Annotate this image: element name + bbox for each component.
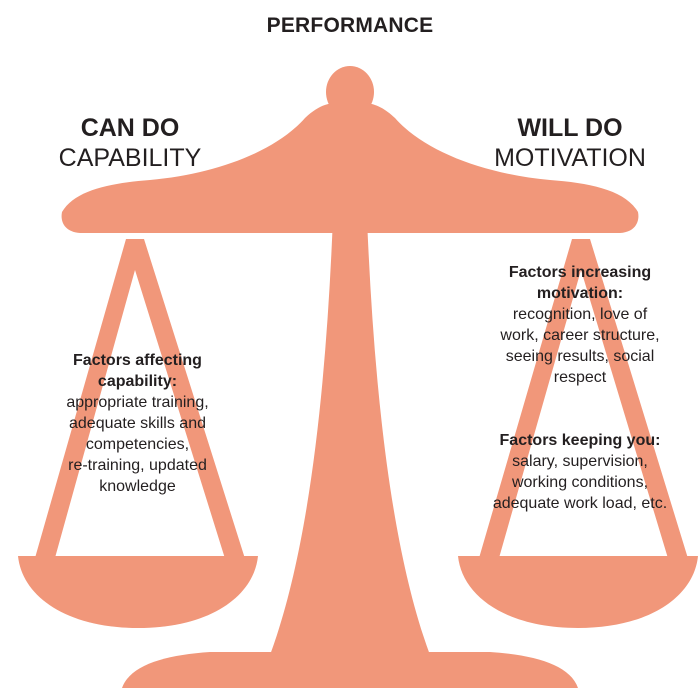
increasing-factor-line: respect bbox=[553, 369, 607, 386]
motivation-increasing-block: Factors increasing motivation: recogniti… bbox=[460, 262, 700, 388]
will-do-heading: WILL DO bbox=[517, 114, 623, 142]
increasing-factor-line: seeing results, social bbox=[505, 348, 655, 365]
increasing-factors-title: motivation: bbox=[536, 285, 624, 302]
capability-factors-block: Factors affecting capability: appropriat… bbox=[20, 350, 255, 497]
right-hanger bbox=[477, 239, 690, 565]
increasing-factor-line: recognition, love of bbox=[512, 306, 648, 323]
scale-beam bbox=[61, 102, 639, 233]
left-hanger bbox=[33, 239, 247, 565]
capability-factor-line: competencies, bbox=[85, 436, 190, 453]
right-heading-group: WILL DO MOTIVATION bbox=[470, 113, 670, 173]
capability-factor-line: appropriate training, bbox=[66, 394, 209, 411]
right-pan bbox=[458, 556, 698, 628]
capability-factors-title: capability: bbox=[97, 373, 178, 390]
scale-pillar bbox=[270, 120, 430, 655]
can-do-heading: CAN DO bbox=[80, 114, 180, 142]
capability-factors-title: Factors affecting bbox=[73, 352, 202, 369]
keeping-factor-line: adequate work load, etc. bbox=[492, 495, 668, 512]
capability-factor-line: adequate skills and bbox=[69, 415, 206, 432]
keeping-factors-title: Factors keeping you: bbox=[499, 432, 661, 449]
motivation-label: MOTIVATION bbox=[494, 144, 646, 172]
capability-factor-line: re-training, updated bbox=[68, 457, 207, 474]
keeping-factor-line: working conditions, bbox=[511, 474, 649, 491]
scale-base bbox=[122, 652, 578, 688]
increasing-factors-title: Factors increasing bbox=[508, 264, 652, 281]
left-heading-group: CAN DO CAPABILITY bbox=[30, 113, 230, 173]
left-pan bbox=[18, 556, 258, 628]
increasing-factor-line: work, career structure, bbox=[500, 327, 660, 344]
keeping-factors-block: Factors keeping you: salary, supervision… bbox=[460, 430, 700, 514]
keeping-factor-line: salary, supervision, bbox=[512, 453, 648, 470]
diagram-title: PERFORMANCE bbox=[266, 14, 434, 37]
capability-label: CAPABILITY bbox=[58, 144, 202, 172]
capability-factor-line: knowledge bbox=[99, 478, 176, 495]
